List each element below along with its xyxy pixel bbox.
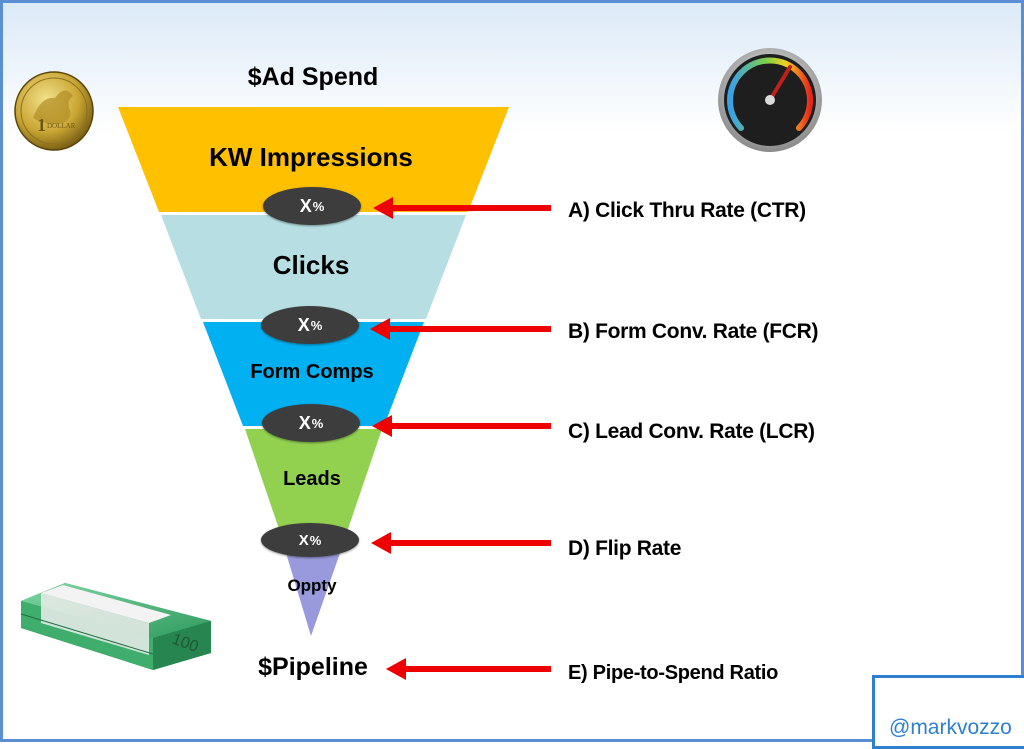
badge-unit: % bbox=[312, 198, 325, 214]
author-handle[interactable]: @markvozzo bbox=[889, 716, 1012, 739]
svg-text:1: 1 bbox=[37, 115, 46, 135]
stage-label-oppty: Oppty bbox=[287, 576, 337, 595]
funnel-diagram: 1 DOLLAR 100 bbox=[14, 48, 822, 680]
conversion-badge-flip: X% bbox=[261, 523, 359, 557]
rate-label-fcr: B) Form Conv. Rate (FCR) bbox=[568, 320, 819, 343]
funnel-stage-form-comps bbox=[203, 322, 424, 426]
rate-label-pipe-to-spend: E) Pipe-to-Spend Ratio bbox=[568, 662, 779, 684]
speedometer-icon bbox=[718, 48, 822, 152]
conversion-badge-fcr: X% bbox=[261, 306, 359, 344]
arrow-fcr bbox=[370, 318, 551, 340]
australian-dollar-coin-icon: 1 DOLLAR bbox=[14, 71, 94, 151]
arrow-lcr bbox=[372, 415, 551, 437]
badge-unit: % bbox=[309, 532, 322, 548]
stage-label-kw-impressions: KW Impressions bbox=[209, 142, 413, 172]
stage-label-form-comps: Form Comps bbox=[250, 361, 374, 383]
ad-spend-label: $Ad Spend bbox=[247, 63, 379, 91]
badge-value: X bbox=[298, 531, 309, 549]
badge-value: X bbox=[297, 314, 310, 335]
funnel-stage-oppty bbox=[280, 533, 347, 636]
badge-unit: % bbox=[310, 317, 323, 333]
funnel-stage-clicks bbox=[161, 215, 466, 319]
arrow-pipe-to-spend bbox=[386, 658, 551, 680]
badge-value: X bbox=[298, 412, 311, 433]
conversion-badge-ctr: X% bbox=[263, 187, 361, 225]
arrow-ctr bbox=[373, 197, 551, 219]
banknote-stack-icon: 100 bbox=[20, 583, 211, 670]
svg-text:DOLLAR: DOLLAR bbox=[47, 122, 76, 130]
badge-value: X bbox=[299, 195, 312, 216]
funnel-stage-leads bbox=[245, 429, 382, 529]
conversion-badge-lcr: X% bbox=[262, 404, 360, 442]
arrow-flip bbox=[371, 532, 551, 554]
stage-label-clicks: Clicks bbox=[272, 250, 350, 280]
rate-label-flip: D) Flip Rate bbox=[568, 537, 682, 560]
author-handle-box: @markvozzo bbox=[872, 675, 1024, 749]
badge-unit: % bbox=[311, 415, 324, 431]
pipeline-label: $Pipeline bbox=[258, 653, 368, 681]
stage-label-leads: Leads bbox=[283, 468, 341, 490]
rate-label-lcr: C) Lead Conv. Rate (LCR) bbox=[568, 420, 815, 443]
funnel-stage-kw-impressions bbox=[118, 107, 509, 212]
rate-label-ctr: A) Click Thru Rate (CTR) bbox=[568, 199, 806, 222]
